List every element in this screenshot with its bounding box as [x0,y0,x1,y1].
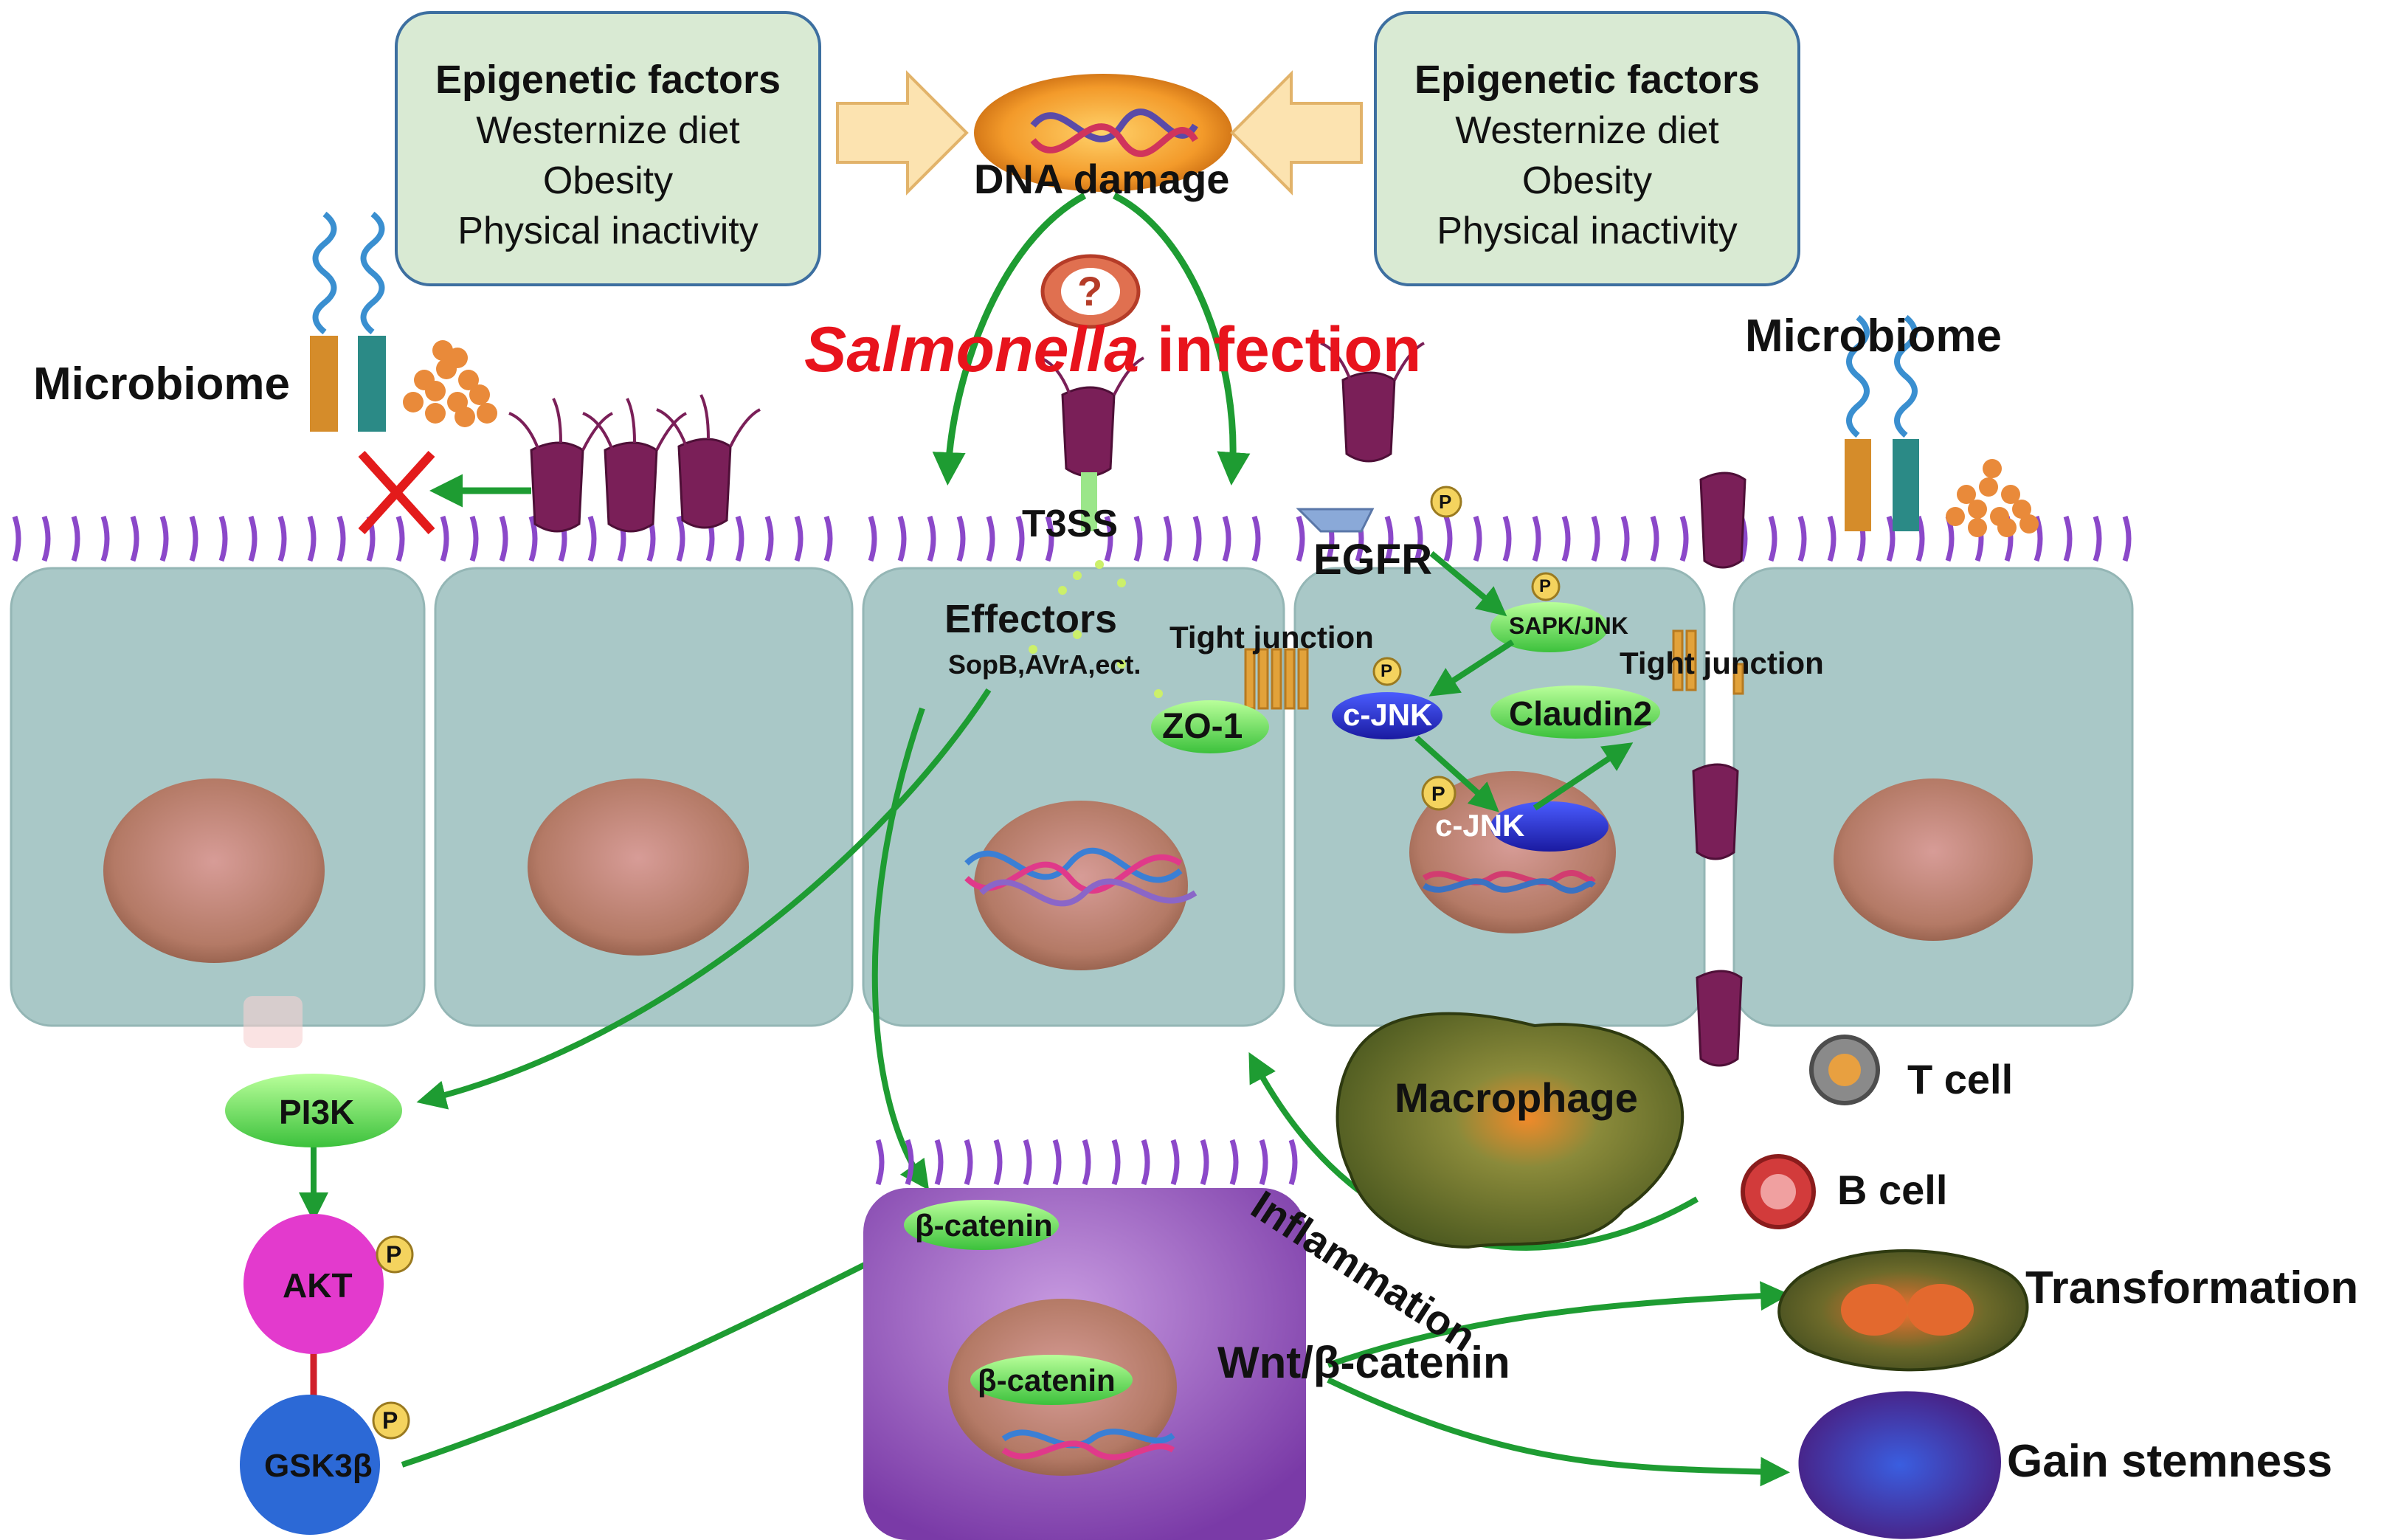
pi3k-label: PI3K [279,1093,355,1131]
bacteria-cluster-icon [1946,459,2039,537]
akt-label: AKT [283,1266,353,1305]
sapk-phosphate: P [1539,576,1552,596]
receptor-icon [310,211,386,432]
epigenetic-line: Physical inactivity [457,210,759,252]
beta-catenin-label-1: β-catenin [915,1208,1053,1243]
salmonella-word: Salmonella [804,314,1140,385]
gsk3b-phosphate: P [382,1407,398,1434]
left-block-arrow [836,70,969,196]
phosphate-icon [1372,486,1561,811]
zo1-label: ZO-1 [1162,707,1243,746]
epigenetic-box-left: Epigenetic factors Westernize diet Obesi… [395,11,821,286]
blocked-x-icon [358,450,435,535]
macrophage-label: Macrophage [1395,1074,1638,1121]
cjnk-label-2: c-JNK [1435,808,1525,843]
infection-word: infection [1139,314,1422,385]
egfr-phosphate: P [1439,491,1452,513]
pi3k-pill [225,1074,402,1147]
cjnk-phosphate-1: P [1381,661,1393,681]
t3ss-needle [1081,472,1097,531]
beta-catenin-label-2: β-catenin [978,1363,1116,1398]
gsk3b-circle [240,1395,380,1535]
bacteria-cluster-icon [403,340,497,427]
receptor-icon [1845,314,1919,531]
stem-cell-icon [1798,1391,2002,1539]
akt-circle [243,1214,384,1354]
cjnk-pill-2 [1490,801,1609,852]
epigenetic-line: Obesity [1521,159,1653,202]
effectors-label: Effectors [944,597,1118,641]
right-block-arrow [1230,70,1363,196]
akt-phosphate: P [386,1241,402,1268]
dna-damage-blob [974,74,1232,192]
epigenetic-box-right: Epigenetic factors Westernize diet Obesi… [1374,11,1800,286]
epigenetic-title: Epigenetic factors [435,58,781,102]
macrophage-cell [1336,1012,1685,1249]
faint-search-icon [243,996,303,1048]
microbiome-label-right: Microbiome [1745,311,2002,362]
t-cell-label: T cell [1907,1056,2014,1102]
t3ss-label: T3SS [1022,503,1119,545]
sapk-jnk-pill [1490,602,1609,652]
epigenetic-line: Obesity [542,159,674,202]
effectors-list: SopB,AVrA,ect. [948,649,1141,680]
dna-helix-icon [964,847,1596,907]
gsk3b-label: GSK3β [264,1448,373,1484]
b-cell-label: B cell [1837,1167,1948,1213]
tight-junction-label-2: Tight junction [1620,646,1824,680]
effector-dots [1029,560,1163,698]
question-mark: ? [1077,268,1103,314]
epigenetic-line: Physical inactivity [1437,210,1738,252]
transformation-label: Transformation [2025,1263,2359,1313]
zo1-pill [1151,700,1269,753]
gain-stemness-label: Gain stemness [2007,1436,2333,1487]
cjnk-phosphate-2: P [1431,782,1445,805]
cjnk-pill-1 [1332,692,1442,739]
egfr-receptor-icon [1296,508,1375,533]
epigenetic-title: Epigenetic factors [1414,58,1761,102]
tight-junction-label-1: Tight junction [1169,620,1374,655]
microvilli [12,515,2132,562]
claudin2-pill [1490,686,1660,739]
wnt-label: Wnt/β-catenin [1217,1338,1510,1387]
cjnk-label-1: c-JNK [1343,697,1433,732]
salmonella-bacteria-icon [530,371,1746,1067]
microbiome-label-left: Microbiome [33,359,290,410]
claudin2-label: Claudin2 [1509,694,1653,733]
epigenetic-line: Westernize diet [1455,109,1719,152]
dna-damage-label: DNA damage [974,156,1230,202]
epigenetic-line: Westernize diet [476,109,740,152]
egfr-label: EGFR [1313,536,1433,584]
salmonella-infection-title: Salmonella infection [804,314,1421,387]
tight-junction-blocks [1244,629,1744,710]
sapk-jnk-label: SAPK/JNK [1509,612,1628,639]
infection-arrows [932,192,1251,486]
